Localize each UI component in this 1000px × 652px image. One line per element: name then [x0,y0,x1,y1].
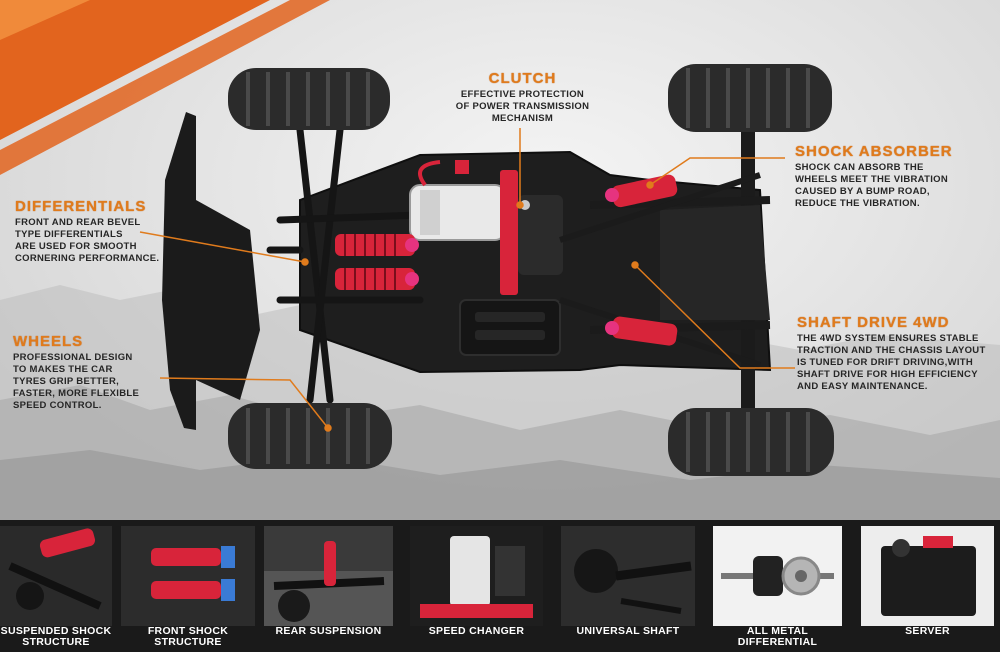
callout-differentials-desc: FRONT AND REAR BEVEL TYPE DIFFERENTIALS … [15,217,160,264]
servo-photo [861,526,994,626]
product-hero: CLUTCH EFFECTIVE PROTECTION OF POWER TRA… [0,0,1000,520]
rear-suspension-photo [264,526,393,626]
motor [409,160,506,241]
front-shock-absorbers [335,234,419,290]
callout-shaft-drive: SHAFT DRIVE 4WD THE 4WD SYSTEM ENSURES S… [797,314,997,393]
rear-right-wheel [668,408,834,476]
callout-shock-absorber-desc: SHOCK CAN ABSORB THE WHEELS MEET THE VIB… [795,162,948,209]
rear-shock-absorbers [605,174,678,346]
callout-differentials: DIFFERENTIALS FRONT AND REAR BEVEL TYPE … [15,198,185,265]
caption-all-metal-differential: ALL METAL DIFFERENTIAL [737,625,818,648]
front-shock-photo [121,526,255,626]
callout-wheels: WHEELS PROFESSIONAL DESIGN TO MAKES THE … [13,333,173,412]
all-metal-differential-photo [713,526,842,626]
callout-differentials-title: DIFFERENTIALS [15,198,147,215]
callout-wheels-title: WHEELS [13,333,84,350]
callout-clutch-title: CLUTCH [488,70,557,87]
caption-server: SERVER [905,625,950,637]
caption-rear-suspension: REAR SUSPENSION [275,625,382,637]
rc-car-chassis-illustration [0,0,1000,520]
thumbnail-all-metal-differential [713,526,842,626]
callout-clutch-desc: EFFECTIVE PROTECTION OF POWER TRANSMISSI… [455,89,590,124]
front-suspension [266,126,424,404]
rear-left-wheel [668,64,832,132]
callout-shock-absorber-title: SHOCK ABSORBER [795,143,953,160]
thumbnail-rear-suspension [264,526,393,626]
caption-universal-shaft: UNIVERSAL SHAFT [576,625,680,637]
suspended-shock-photo [0,526,112,626]
caption-front-shock: FRONT SHOCK STRUCTURE [147,625,229,648]
callout-leaders [139,128,795,432]
universal-shaft-photo [561,526,695,626]
caption-speed-changer: SPEED CHANGER [428,625,525,637]
front-right-wheel [228,403,392,469]
callout-shaft-drive-desc: THE 4WD SYSTEM ENSURES STABLE TRACTION A… [797,333,986,392]
thumbnail-front-shock [121,526,255,626]
thumbnail-suspended-shock [0,526,112,626]
callout-wheels-desc: PROFESSIONAL DESIGN TO MAKES THE CAR TYR… [13,352,140,411]
caption-suspended-shock: SUSPENDED SHOCK STRUCTURE [0,625,112,648]
thumbnail-universal-shaft [561,526,695,626]
orange-corner-stripes [0,0,330,175]
front-bumper [162,112,260,430]
clutch-assembly [500,170,563,295]
thumbnail-speed-changer [410,526,543,626]
callout-shock-absorber: SHOCK ABSORBER SHOCK CAN ABSORB THE WHEE… [795,143,995,210]
speed-changer-photo [410,526,543,626]
front-left-wheel [228,68,390,130]
thumbnail-server [861,526,994,626]
battery-tray [459,299,561,356]
callout-shaft-drive-title: SHAFT DRIVE 4WD [797,314,950,331]
feature-thumbnail-strip: SUSPENDED SHOCK STRUCTURE FRONT SHOCK ST… [0,520,1000,652]
callout-clutch: CLUTCH EFFECTIVE PROTECTION OF POWER TRA… [440,70,605,125]
